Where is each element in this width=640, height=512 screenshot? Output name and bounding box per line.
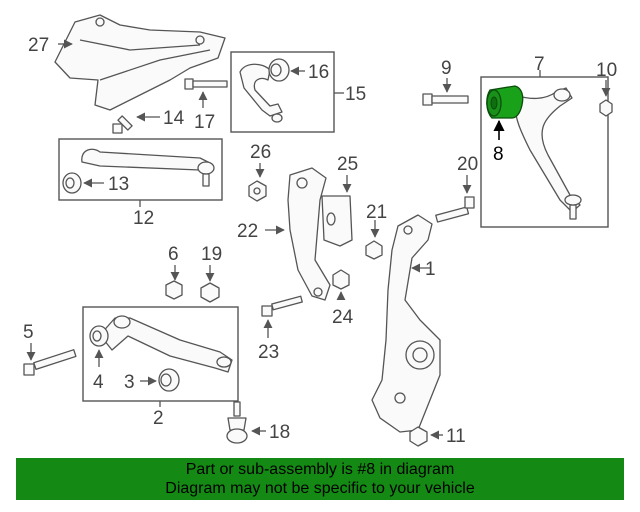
callout-19: 19 (201, 244, 222, 265)
nut-part-21 (365, 240, 383, 260)
upper-arm-part-15 (239, 63, 283, 123)
callout-1: 1 (425, 259, 436, 280)
bushing-part-4 (89, 325, 109, 347)
assembly-box-7 (480, 76, 609, 228)
callout-27: 27 (28, 35, 49, 56)
callout-10: 10 (596, 60, 617, 81)
callout-6: 6 (168, 244, 179, 265)
bushing-part-16 (268, 58, 290, 82)
banner-part-line: Part or sub-assembly is #8 in diagram (185, 461, 455, 478)
subframe-part-27 (54, 14, 226, 111)
callout-23: 23 (258, 342, 279, 363)
nut-part-6 (165, 280, 183, 300)
callout-14: 14 (163, 108, 185, 129)
callout-8: 8 (493, 144, 504, 165)
assembly-box-15 (230, 51, 335, 133)
callout-16: 16 (308, 62, 329, 83)
bolt-part-5 (23, 349, 77, 376)
callout-24: 24 (332, 307, 354, 328)
callout-21: 21 (366, 202, 387, 223)
nut-part-24 (332, 269, 350, 290)
nut-part-26 (248, 180, 267, 202)
bolt-part-14 (112, 115, 133, 134)
callout-12: 12 (133, 208, 154, 229)
bolt-part-23 (261, 295, 303, 317)
info-banner: Part or sub-assembly is #8 in diagram Di… (16, 458, 624, 500)
callout-18: 18 (269, 422, 290, 443)
bushing-part-8 (486, 85, 524, 119)
callout-3: 3 (124, 372, 135, 393)
callout-4: 4 (93, 372, 104, 393)
knuckle-part-1 (371, 214, 441, 433)
control-arm-part-2 (99, 315, 233, 373)
nut-part-19 (200, 282, 220, 303)
carrier-part-22 (287, 167, 331, 301)
callout-13: 13 (108, 174, 129, 195)
callout-11: 11 (446, 426, 466, 447)
callout-17: 17 (194, 112, 215, 133)
bushing-part-3 (158, 368, 180, 392)
callout-26: 26 (250, 142, 271, 163)
nut-part-11 (409, 426, 428, 447)
bolt-part-20 (435, 196, 475, 223)
callout-9: 9 (441, 58, 452, 79)
ball-joint-part-18 (226, 401, 248, 444)
bolt-part-9 (422, 93, 469, 106)
bolt-part-17 (184, 78, 228, 90)
callout-15: 15 (345, 84, 366, 105)
callout-25: 25 (337, 154, 358, 175)
callout-20: 20 (457, 154, 478, 175)
parts-diagram: 27 17 14 16 15 9 7 (23, 14, 617, 447)
callout-2: 2 (153, 408, 164, 429)
bushing-part-13 (62, 172, 82, 194)
nut-part-10 (599, 99, 613, 117)
lower-arm-part-7 (514, 87, 582, 220)
callout-5: 5 (23, 322, 34, 343)
banner-disclaimer-line: Diagram may not be specific to your vehi… (165, 480, 475, 497)
control-arm-part-12 (81, 148, 215, 187)
callout-7: 7 (534, 54, 545, 75)
callout-22: 22 (237, 221, 258, 242)
bracket-part-25 (321, 195, 353, 247)
